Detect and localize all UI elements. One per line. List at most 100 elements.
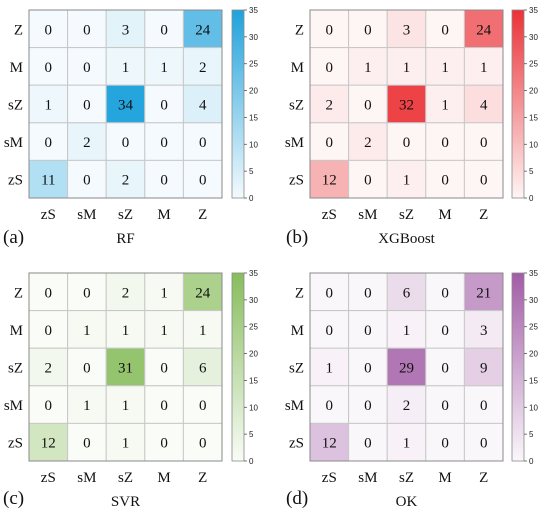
cell-value-label: 0 [364, 398, 372, 414]
heatmap-cell [463, 347, 504, 387]
cell-value-label: 0 [364, 22, 372, 38]
heatmap-cell [144, 422, 184, 462]
cell-value-label: 2 [364, 135, 372, 151]
y-tick-label: sM [4, 135, 23, 151]
cell-value-label: 0 [403, 135, 411, 151]
heatmap-frame [309, 272, 504, 462]
x-tick-label: Z [479, 207, 488, 223]
cell-value-label: 1 [160, 60, 168, 76]
heatmap-cell [463, 84, 504, 124]
cell-value-label: 1 [122, 436, 130, 452]
cell-value-label: 3 [403, 22, 411, 38]
colorbar-tick-label: 35 [249, 6, 258, 15]
panel-label: (b) [286, 227, 308, 248]
cell-value-label: 0 [199, 173, 207, 189]
cell-value-label: 0 [326, 323, 334, 339]
x-tick-label: sM [77, 470, 96, 486]
cell-value-label: 1 [480, 60, 488, 76]
heatmap-cell [425, 422, 465, 462]
cell-value-label: 0 [364, 361, 372, 377]
colorbar-tick-label: 10 [529, 140, 538, 149]
cell-value-label: 1 [122, 60, 130, 76]
heatmap-cell [309, 9, 350, 49]
cell-value-label: 32 [399, 98, 414, 114]
cell-value-label: 0 [441, 22, 449, 38]
y-tick-label: Z [14, 285, 23, 301]
cell-value-label: 0 [45, 398, 53, 414]
cell-value-label: 0 [160, 361, 168, 377]
model-title: RF [116, 231, 134, 247]
cell-value-label: 0 [160, 98, 168, 114]
cell-value-label: 0 [83, 173, 91, 189]
cell-value-label: 24 [476, 22, 492, 38]
heatmap-frame [28, 9, 223, 199]
cell-value-label: 0 [441, 135, 449, 151]
cell-value-label: 1 [199, 323, 207, 339]
cell-value-label: 0 [441, 436, 449, 452]
model-title: SVR [111, 494, 140, 510]
colorbar-tick-label: 20 [249, 350, 258, 359]
cell-value-label: 0 [326, 60, 334, 76]
cell-value-label: 1 [122, 323, 130, 339]
colorbar-tick-label: 30 [249, 296, 258, 305]
heatmap-cell [182, 385, 223, 424]
cell-value-label: 6 [199, 361, 207, 377]
heatmap-cell [105, 122, 146, 161]
cell-value-label: 0 [480, 398, 488, 414]
x-tick-label: Z [198, 207, 207, 223]
panel-label: (d) [286, 488, 308, 509]
cell-value-label: 0 [83, 285, 91, 301]
heatmap-cell [67, 84, 107, 124]
cell-value-label: 3 [480, 323, 488, 339]
colorbar [511, 272, 525, 462]
colorbar-tick-label: 5 [249, 167, 254, 176]
heatmap-frame [309, 9, 504, 199]
cell-value-label: 0 [326, 22, 334, 38]
heatmap-cell [105, 347, 146, 387]
y-tick-label: zS [289, 173, 304, 189]
cell-value-label: 1 [83, 323, 91, 339]
x-tick-label: M [438, 470, 451, 486]
heatmap-cell [182, 310, 223, 349]
y-tick-label: M [10, 323, 23, 339]
heatmap-cell [28, 310, 69, 349]
cell-value-label: 0 [122, 135, 130, 151]
heatmap-cell [309, 159, 350, 199]
cell-value-label: 1 [45, 98, 53, 114]
cell-value-label: 1 [403, 323, 411, 339]
heatmap-cell [425, 347, 465, 387]
cell-value-label: 2 [83, 135, 91, 151]
cell-value-label: 0 [364, 98, 372, 114]
cell-value-label: 12 [322, 173, 337, 189]
colorbar-tick-label: 15 [249, 376, 258, 385]
colorbar-tick-label: 15 [529, 376, 538, 385]
colorbar-tick-label: 30 [249, 33, 258, 42]
cell-value-label: 0 [364, 173, 372, 189]
colorbar [231, 9, 245, 199]
cell-value-label: 0 [441, 173, 449, 189]
heatmap-cell [348, 122, 388, 161]
cell-value-label: 1 [441, 60, 449, 76]
heatmap-cell [463, 310, 504, 349]
y-tick-label: M [10, 60, 23, 76]
x-tick-label: sM [358, 470, 377, 486]
x-tick-label: zS [322, 470, 337, 486]
cell-value-label: 1 [160, 323, 168, 339]
x-tick-label: sZ [399, 207, 414, 223]
colorbar-tick-label: 25 [249, 323, 258, 332]
cell-value-label: 3 [122, 22, 130, 38]
heatmap-cell [28, 159, 69, 199]
cell-value-label: 0 [45, 60, 53, 76]
x-tick-label: sM [358, 207, 377, 223]
y-tick-label: Z [14, 22, 23, 38]
cell-value-label: 0 [160, 22, 168, 38]
cell-value-label: 0 [160, 135, 168, 151]
cell-value-label: 2 [45, 361, 53, 377]
cell-value-label: 24 [195, 285, 211, 301]
cell-value-label: 0 [83, 361, 91, 377]
colorbar-tick-label: 10 [249, 403, 258, 412]
model-title: OK [396, 494, 418, 510]
heatmap-cell [67, 122, 107, 161]
